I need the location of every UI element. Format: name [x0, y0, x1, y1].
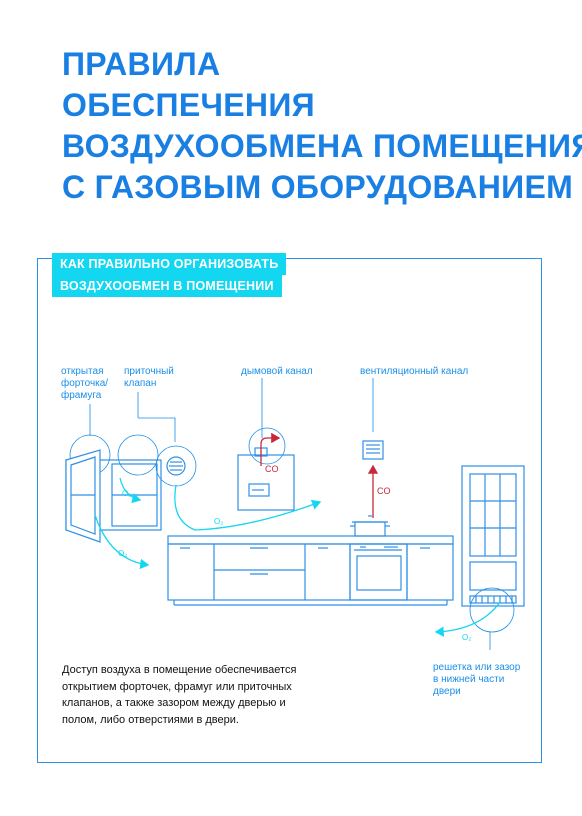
title-line-2: ОБЕСПЕЧЕНИЯ — [62, 87, 315, 123]
boiler-icon — [237, 447, 295, 511]
o2-label-4: O₂ — [462, 633, 471, 642]
section-frame — [37, 258, 542, 763]
label-door-grille: решетка или зазор в нижней части двери — [433, 662, 521, 697]
co-label-vent: CO — [377, 486, 391, 496]
section-tag-line-1: КАК ПРАВИЛЬНО ОРГАНИЗОВАТЬ — [52, 253, 287, 275]
description-text: Доступ воздуха в помещение обеспечиваетс… — [62, 664, 297, 726]
label-supply-valve: приточный клапан — [124, 366, 174, 389]
leader-lines — [89, 378, 491, 650]
pot-icon — [350, 515, 390, 537]
airflow-arrows — [94, 477, 501, 637]
label-chimney: дымовой канал — [241, 366, 313, 377]
o2-label-2: O₂ — [118, 549, 127, 558]
o2-label-1: O₂ — [122, 489, 131, 498]
section-tag-line-2: ВОЗДУХООБМЕН В ПОМЕЩЕНИИ — [52, 275, 282, 297]
supply-valve-icon — [166, 456, 186, 476]
label-vent-channel: вентиляционный канал — [360, 366, 469, 377]
page-title: ПРАВИЛА ОБЕСПЕЧЕНИЯ ВОЗДУХООБМЕНА ПОМЕЩЕ… — [62, 44, 582, 208]
flue-pipe-icon — [260, 432, 281, 466]
kitchen-counter-icon — [167, 535, 454, 606]
door-icon — [461, 465, 525, 607]
title-line-1: ПРАВИЛА — [62, 46, 221, 82]
vent-grille-icon — [362, 440, 384, 460]
oven-icon — [349, 543, 408, 601]
title-line-4: С ГАЗОВЫМ ОБОРУДОВАНИЕМ — [62, 169, 574, 205]
o2-label-3: O₂ — [214, 517, 223, 526]
window-icon — [65, 449, 162, 543]
title-line-3: ВОЗДУХООБМЕНА ПОМЕЩЕНИЯ — [62, 128, 582, 164]
label-open-window: открытая форточка/ фрамуга — [61, 366, 109, 401]
co-label-boiler: CO — [265, 464, 279, 474]
